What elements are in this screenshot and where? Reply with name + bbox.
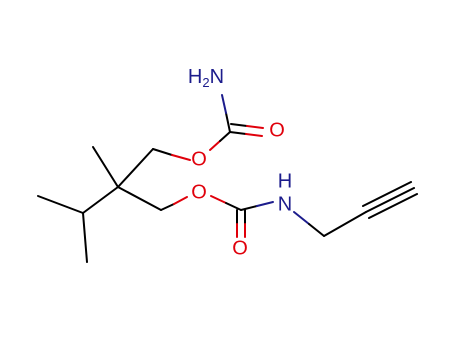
atom-nh2-label: H2N [188,66,224,90]
atom-nh2-subscript: 2 [202,75,209,90]
bond-isopropyl-quaternary [82,186,119,214]
atom-nh2-n: N [210,66,224,88]
bond-c-nh2-c [225,112,231,133]
bond-triple-1 [365,187,415,213]
atom-nh-h: H [278,170,292,192]
bond-isopropyl-methyl-left [37,195,84,214]
bond-o-carbonyl-c-bottom-o [210,195,227,204]
bond-c-eq-o-top-a1 [229,131,247,135]
bond-n-ch2-n [293,211,310,225]
bond-c-nh2-n [221,94,227,114]
bond-o-carbonyl-c-top-c [219,131,231,142]
bond-ch2-o-top-c [152,148,173,156]
bond-c-eq-o-top-b1 [230,123,248,127]
bond-o-carbonyl-c-bottom-c [225,202,242,211]
bond-c-eq-o-top-a2 [245,133,263,137]
bond-isopropyl-methyl-down [82,212,88,263]
bond-triple-3 [368,193,418,219]
bond-quaternary-ch2-top [117,148,154,188]
atom-o-ester-bottom: O [191,181,207,203]
bond-triple-2 [362,181,412,207]
atom-n-bottom: N [278,193,292,215]
atom-o-carbonyl-top: O [269,119,285,141]
bond-ch2-o-top-o [171,154,191,161]
atom-o-ester-top: O [191,148,207,170]
bond-c-n-bottom-n [256,201,274,207]
bond-quaternary-ch2-bottom [117,186,162,211]
bond-n-ch2-c [308,223,325,237]
bond-c-n-bottom-c [240,205,258,211]
bond-ch2-o-bottom-c [160,203,175,211]
bond-quaternary-methyl [92,146,119,188]
bond-ch2-alkyne [323,211,367,237]
atom-nh2-h: H [188,66,202,88]
bond-c-eq-o-top-b2 [246,125,264,129]
bond-ch2-o-bottom-o [173,196,188,205]
atom-o-carbonyl-bottom: O [232,237,248,259]
bond-o-carbonyl-c-top-o [209,140,221,151]
